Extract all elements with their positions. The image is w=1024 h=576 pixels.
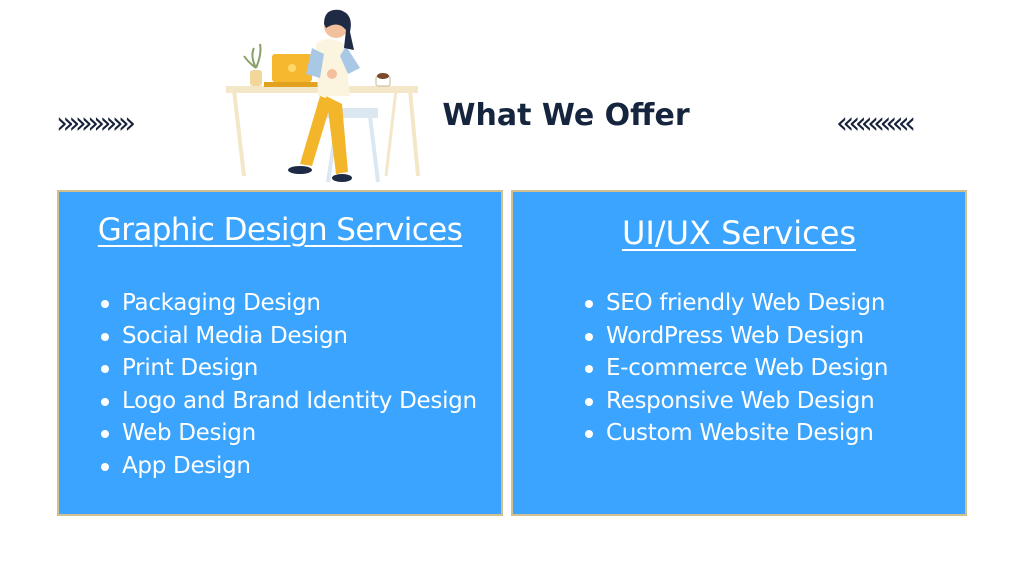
graphic-design-heading[interactable]: Graphic Design Services bbox=[97, 212, 463, 248]
bullet-icon bbox=[101, 430, 109, 439]
graphic-design-list: Packaging Design Social Media Design Pri… bbox=[99, 287, 477, 483]
bullet-icon bbox=[101, 397, 109, 406]
list-item: Logo and Brand Identity Design bbox=[99, 385, 477, 418]
list-item: E-commerce Web Design bbox=[583, 352, 888, 385]
list-item: SEO friendly Web Design bbox=[583, 287, 888, 320]
list-item-label: Social Media Design bbox=[122, 322, 348, 349]
bullet-icon bbox=[585, 365, 593, 374]
bullet-icon bbox=[101, 365, 109, 374]
chevrons-left-decoration: »»»»»» bbox=[56, 106, 136, 141]
bullet-icon bbox=[585, 332, 593, 341]
list-item: Social Media Design bbox=[99, 320, 477, 353]
uiux-list: SEO friendly Web Design WordPress Web De… bbox=[583, 287, 888, 450]
list-item: WordPress Web Design bbox=[583, 320, 888, 353]
bullet-icon bbox=[101, 332, 109, 341]
list-item: Responsive Web Design bbox=[583, 385, 888, 418]
bullet-icon bbox=[585, 430, 593, 439]
list-item-label: WordPress Web Design bbox=[606, 322, 864, 349]
list-item-label: App Design bbox=[122, 452, 251, 479]
list-item-label: Logo and Brand Identity Design bbox=[122, 387, 477, 414]
bullet-icon bbox=[101, 462, 109, 471]
page-title: What We Offer bbox=[442, 98, 690, 133]
chevrons-right-decoration: «««««« bbox=[836, 106, 916, 141]
list-item: Packaging Design bbox=[99, 287, 477, 320]
list-item: Custom Website Design bbox=[583, 417, 888, 450]
list-item: Print Design bbox=[99, 352, 477, 385]
uiux-panel: UI/UX Services SEO friendly Web Design W… bbox=[511, 190, 967, 516]
woman-at-desk-illustration-icon bbox=[226, 9, 420, 183]
list-item-label: Print Design bbox=[122, 355, 259, 382]
list-item: Web Design bbox=[99, 417, 477, 450]
bullet-icon bbox=[585, 397, 593, 406]
bullet-icon bbox=[585, 300, 593, 308]
list-item-label: Web Design bbox=[122, 420, 256, 447]
list-item: App Design bbox=[99, 450, 477, 483]
list-item-label: E-commerce Web Design bbox=[606, 355, 889, 382]
graphic-design-panel: Graphic Design Services Packaging Design… bbox=[57, 190, 503, 516]
list-item-label: SEO friendly Web Design bbox=[606, 290, 886, 316]
list-item-label: Responsive Web Design bbox=[606, 387, 875, 414]
list-item-label: Packaging Design bbox=[122, 290, 321, 316]
list-item-label: Custom Website Design bbox=[606, 420, 874, 447]
uiux-heading[interactable]: UI/UX Services bbox=[621, 214, 857, 252]
bullet-icon bbox=[101, 300, 109, 308]
